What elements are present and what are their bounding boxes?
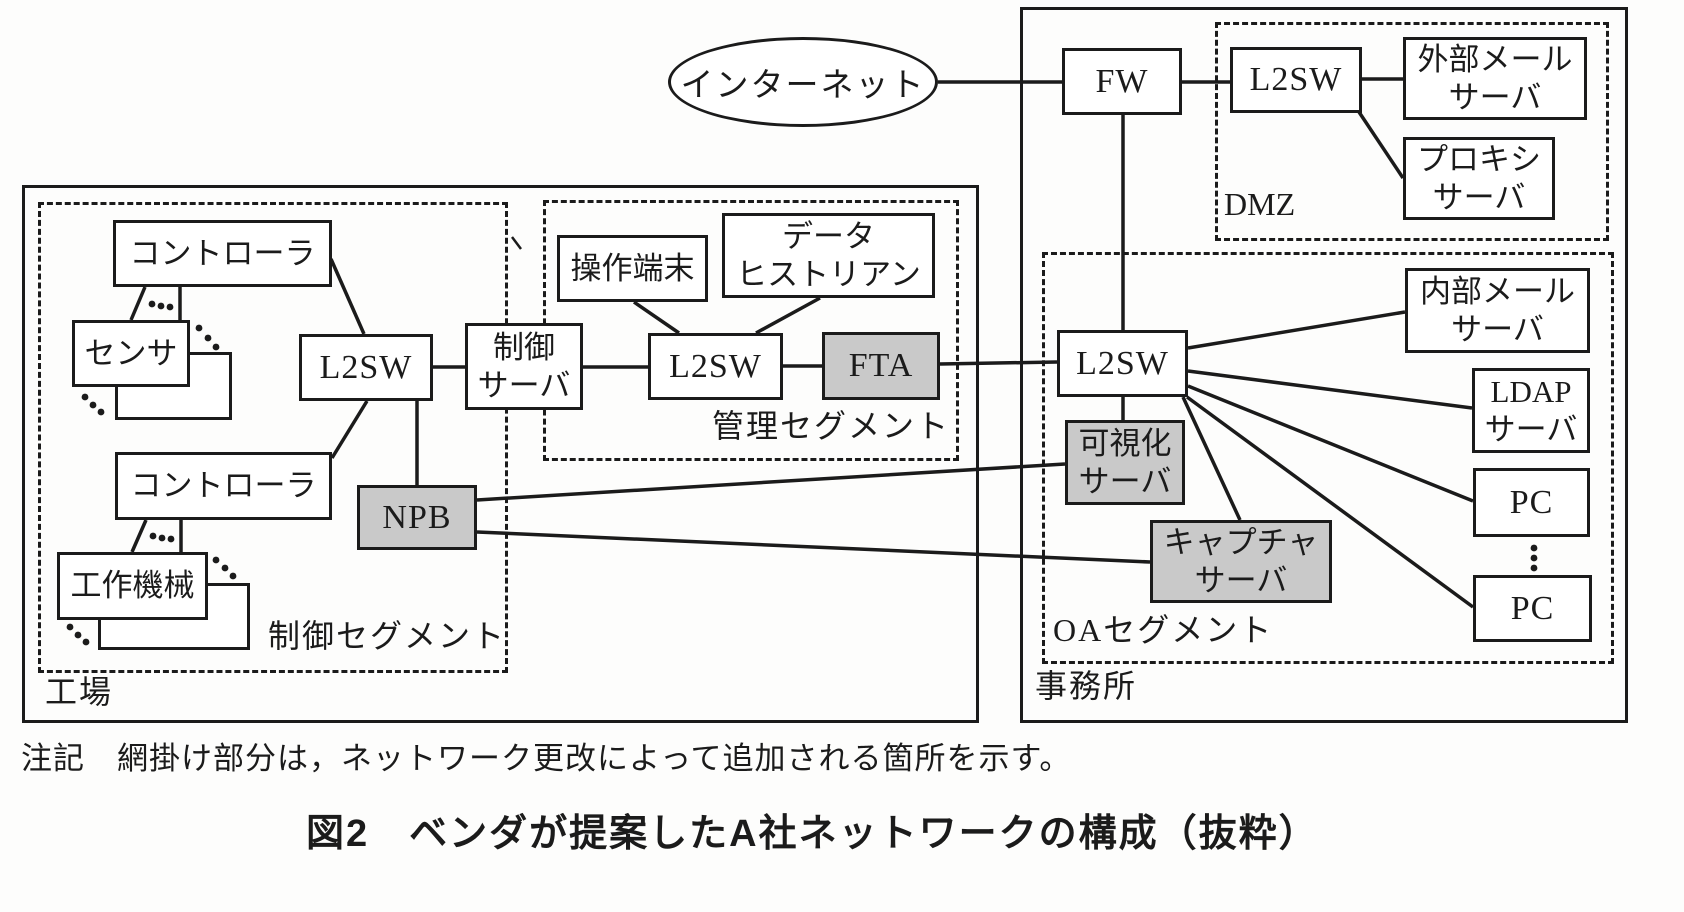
figure-caption: 図2 ベンダが提案したA社ネットワークの構成（抜粋） <box>306 813 1319 855</box>
label-dmz: DMZ <box>1224 186 1296 222</box>
edge-oa-l2sw-int-mail <box>1187 310 1406 350</box>
region-factory <box>22 185 979 723</box>
node-pc-2: PC <box>1473 575 1592 642</box>
region-oa-segment <box>1042 252 1614 664</box>
label-management-segment: 管理セグメント <box>712 408 951 444</box>
region-control-segment <box>38 202 508 673</box>
edge-npb-capture-server <box>476 530 1151 564</box>
edge-oa-l2sw-pc1 <box>1187 384 1474 503</box>
region-dmz <box>1215 22 1609 241</box>
node-ldap-server: LDAP サーバ <box>1472 368 1590 453</box>
node-operation-terminal: 操作端末 <box>557 235 708 302</box>
node-oa-l2sw: L2SW <box>1057 330 1188 397</box>
figure-note: 注記 網掛け部分は，ネットワーク更改によって追加される箇所を示す。 <box>21 741 1072 776</box>
node-fw: FW <box>1062 48 1182 115</box>
node-ext-mail-server: 外部メール サーバ <box>1403 37 1587 120</box>
node-int-mail-server: 内部メール サーバ <box>1405 268 1590 353</box>
edge-controller2-factory-l2sw <box>330 400 369 459</box>
edge-data-historian-mgmt-l2sw <box>755 296 821 335</box>
node-mgmt-l2sw: L2SW <box>648 333 783 400</box>
label-factory: 工場 <box>45 674 114 710</box>
edge-oa-l2sw-pc2 <box>1185 395 1475 609</box>
node-controller-2: コントローラ <box>115 452 332 520</box>
node-proxy-server: プロキシ サーバ <box>1403 137 1555 220</box>
edge-npb-vis-server <box>476 462 1066 502</box>
node-data-historian: データ ヒストリアン <box>722 213 935 298</box>
edge-controller2-machine-a <box>130 519 148 553</box>
node-control-server: 制御 サーバ <box>465 323 583 410</box>
label-oa-segment: OAセグメント <box>1053 612 1274 648</box>
edge-operation-terminal-mgmt-l2sw <box>633 300 680 335</box>
label-control-segment: 制御セグメント <box>268 618 507 654</box>
edge-dmz-l2sw-proxy <box>1357 111 1405 179</box>
region-office <box>1020 7 1628 723</box>
node-npb: NPB <box>357 485 477 550</box>
edge-controller1-sensor-a <box>129 286 147 321</box>
edge-controller1-factory-l2sw <box>329 258 366 335</box>
node-factory-l2sw: L2SW <box>299 334 433 401</box>
edge-oa-l2sw-capture-server <box>1181 396 1242 521</box>
node-dmz-l2sw: L2SW <box>1230 47 1362 113</box>
label-office: 事務所 <box>1035 668 1138 704</box>
node-pc-1: PC <box>1473 468 1590 537</box>
node-machine-tool: 工作機械 <box>57 552 208 620</box>
internet-label: インターネット <box>680 68 926 104</box>
stray-mark <box>511 236 522 250</box>
node-vis-server: 可視化 サーバ <box>1065 420 1185 505</box>
node-sensor: センサ <box>72 320 190 387</box>
edge-fta-oa-l2sw <box>939 360 1058 366</box>
node-controller-1: コントローラ <box>113 220 332 287</box>
node-fta: FTA <box>822 332 940 400</box>
node-capture-server: キャプチャ サーバ <box>1150 520 1332 603</box>
internet-node: インターネット <box>668 37 938 127</box>
edge-oa-l2sw-ldap <box>1187 369 1473 410</box>
